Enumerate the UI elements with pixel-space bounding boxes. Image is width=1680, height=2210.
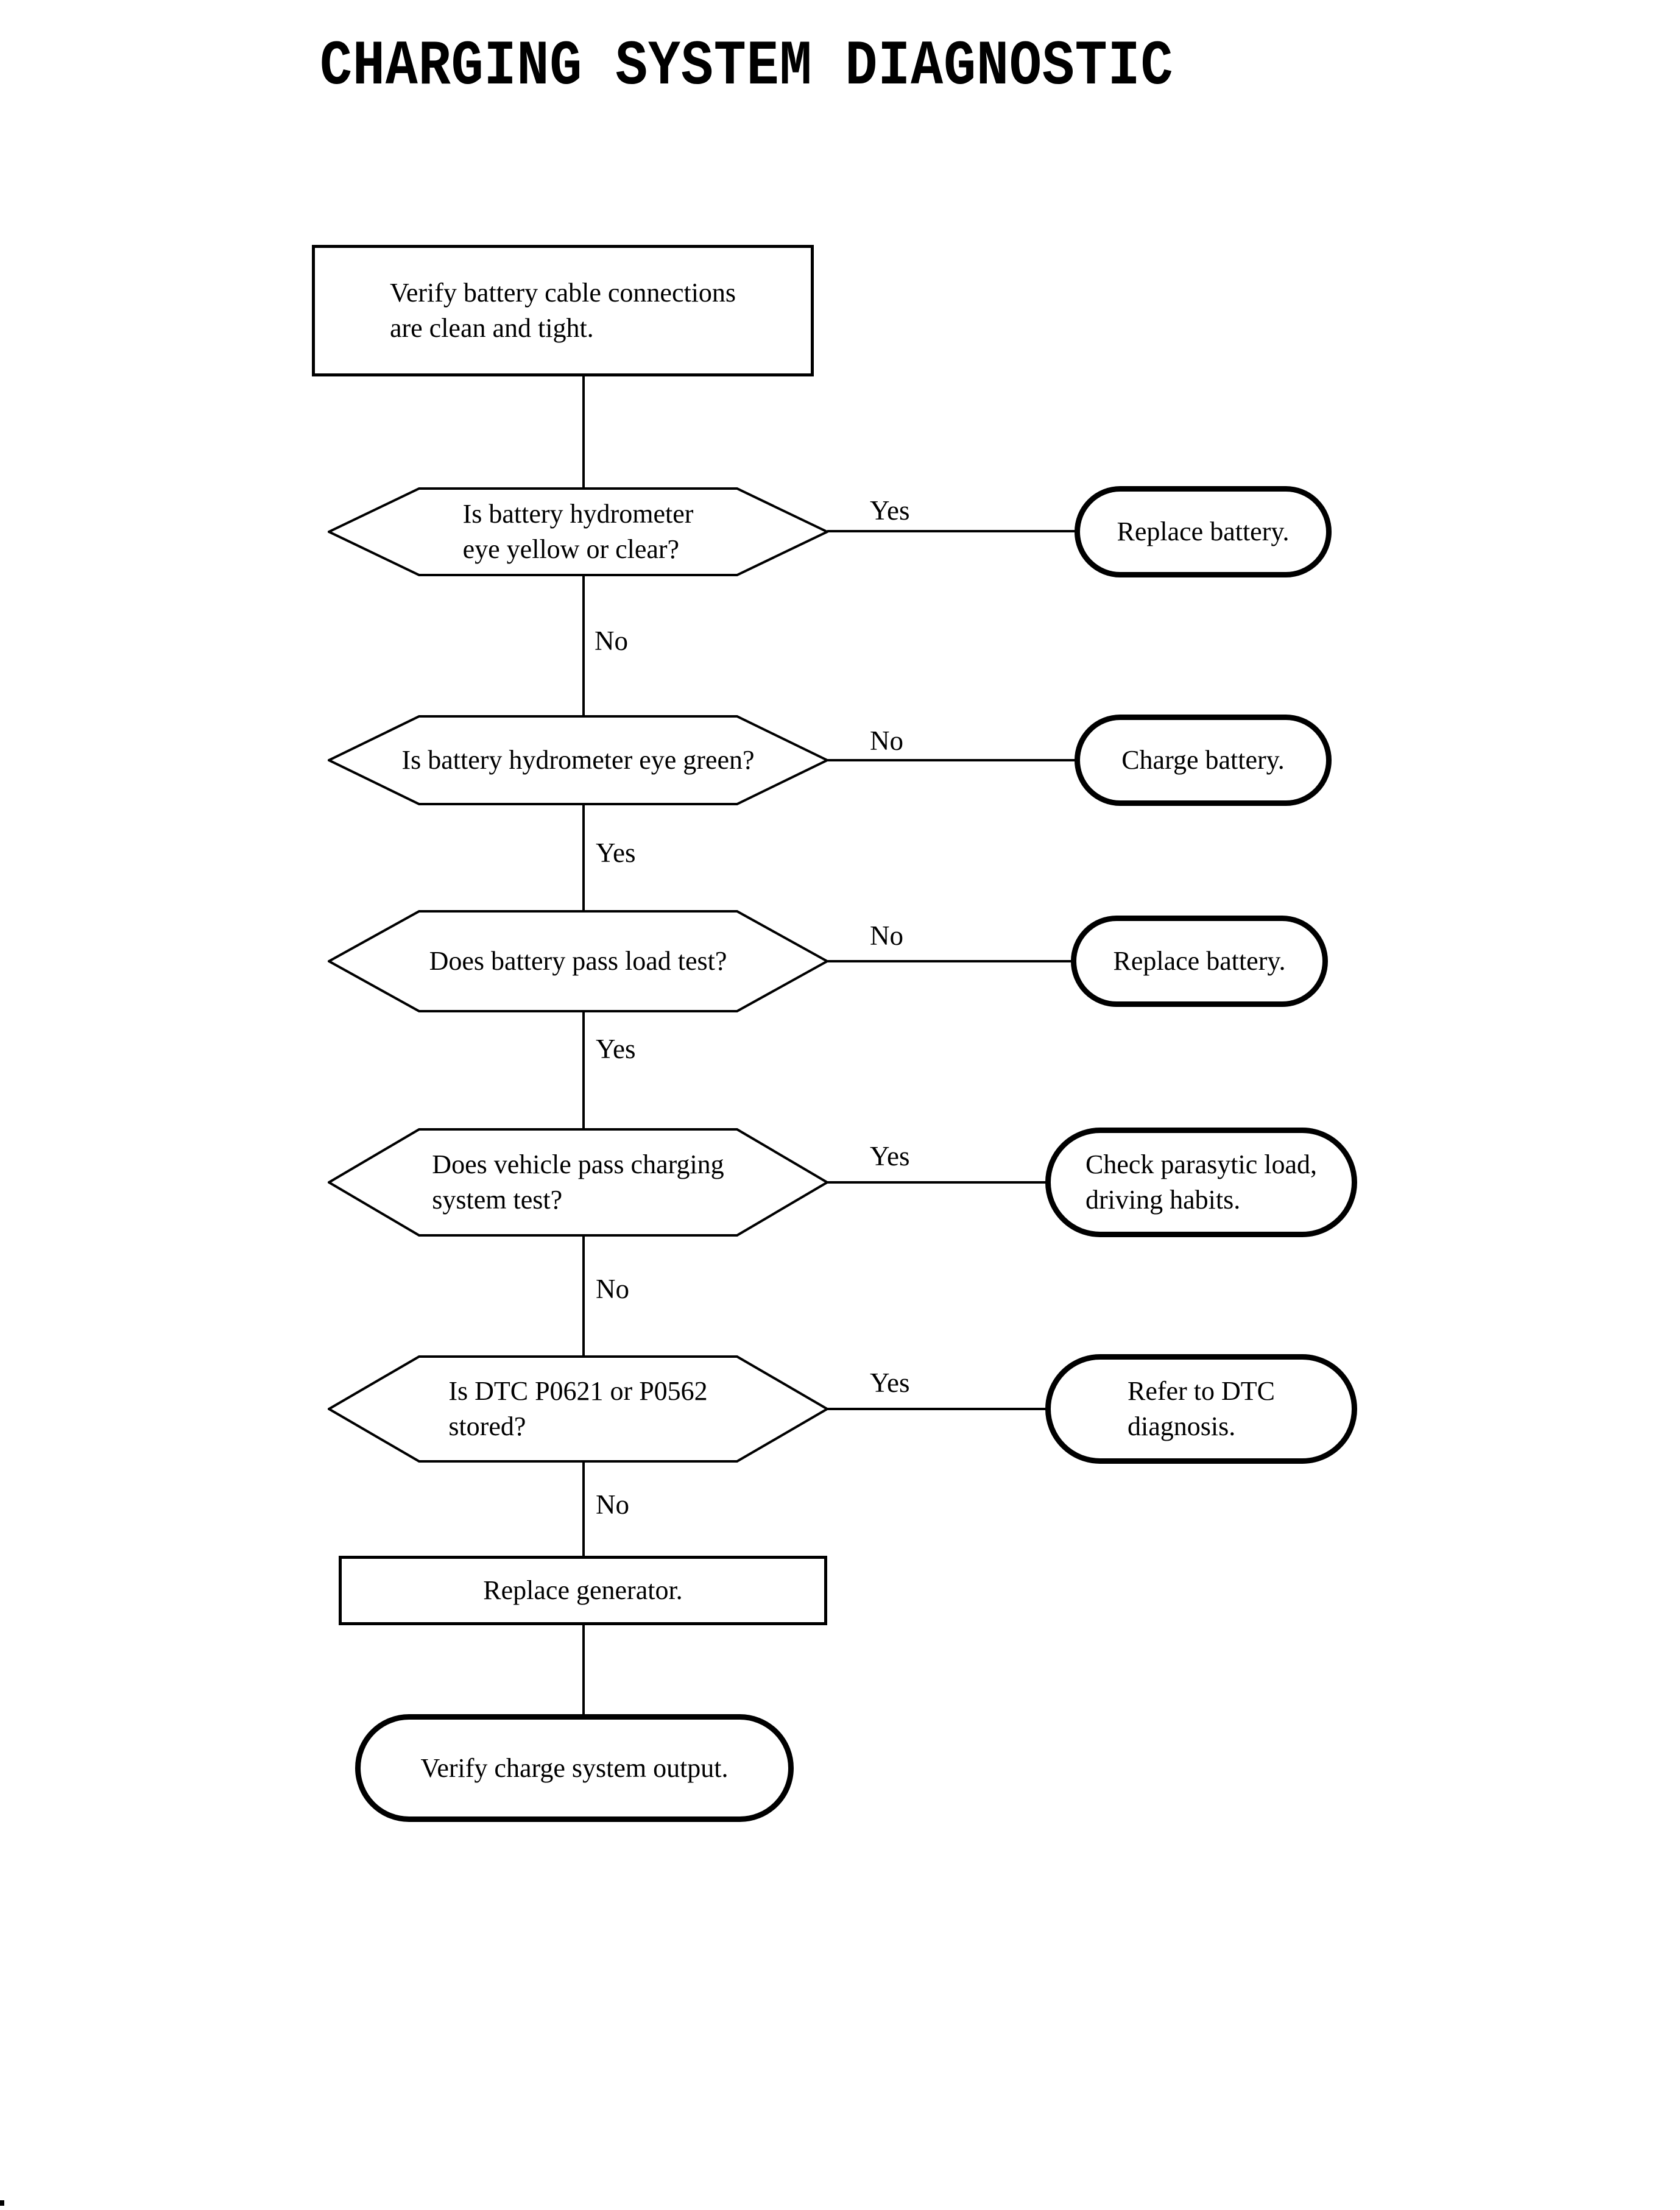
connector-verify-to-hydrometer (582, 375, 585, 489)
decision-text-line: stored? (448, 1411, 526, 1441)
connector-charging-test-yes (827, 1181, 1048, 1184)
connector-load-test-no (827, 960, 1072, 962)
connector-yellow-clear-no (582, 575, 585, 716)
edge-label-no: No (870, 725, 903, 756)
connector-green-no (827, 759, 1077, 761)
page-corner-artifact (0, 2200, 4, 2206)
connector-load-test-yes (582, 1011, 585, 1129)
edge-label-no: No (870, 920, 903, 951)
terminator-text-line: diagnosis. (1128, 1411, 1236, 1441)
decision-hexagon-shape (328, 1355, 828, 1463)
terminator-check-parasytic-load: Check parasytic load, driving habits. (1045, 1128, 1357, 1237)
decision-text-line: Is battery hydrometer (462, 499, 694, 529)
decision-battery-load-test: Does battery pass load test? (328, 910, 828, 1012)
terminator-verify-charge-output: Verify charge system output. (355, 1714, 794, 1822)
edge-label-yes: Yes (870, 1141, 910, 1171)
decision-text-line: Is battery hydrometer eye green? (401, 745, 755, 775)
decision-dtc-stored: Is DTC P0621 or P0562 stored? (328, 1355, 828, 1463)
terminator-text-line: Check parasytic load, (1085, 1149, 1317, 1179)
decision-hydrometer-yellow-clear: Is battery hydrometer eye yellow or clea… (328, 487, 828, 576)
terminator-text-line: driving habits. (1085, 1185, 1241, 1215)
terminator-replace-battery-2: Replace battery. (1071, 916, 1328, 1007)
terminator-text-line: Refer to DTC (1128, 1376, 1275, 1406)
process-text-line: Verify battery cable connections (389, 278, 736, 308)
process-verify-connections: Verify battery cable connections are cle… (312, 245, 814, 376)
terminator-text-line: Verify charge system output. (420, 1753, 729, 1783)
connector-dtc-yes (827, 1408, 1048, 1410)
decision-text-line: Is DTC P0621 or P0562 (448, 1376, 708, 1406)
terminator-text-line: Replace battery. (1113, 946, 1286, 976)
edge-label-no: No (595, 626, 628, 656)
edge-label-no: No (596, 1274, 629, 1304)
edge-label-yes: Yes (596, 838, 636, 868)
terminator-text-line: Replace battery. (1117, 517, 1290, 546)
edge-label-yes: Yes (870, 495, 910, 526)
terminator-refer-dtc-diagnosis: Refer to DTC diagnosis. (1045, 1354, 1357, 1464)
decision-charging-system-test: Does vehicle pass charging system test? (328, 1128, 828, 1237)
edge-label-yes: Yes (870, 1368, 910, 1398)
decision-text-line: eye yellow or clear? (462, 534, 680, 564)
edge-label-no: No (596, 1489, 629, 1520)
terminator-text-line: Charge battery. (1121, 745, 1285, 775)
decision-text-line: Does battery pass load test? (429, 946, 727, 976)
edge-label-yes: Yes (596, 1034, 636, 1064)
process-text-line: are clean and tight. (389, 313, 594, 343)
decision-hexagon-shape (328, 715, 828, 805)
decision-hydrometer-green: Is battery hydrometer eye green? (328, 715, 828, 805)
process-replace-generator: Replace generator. (339, 1556, 827, 1625)
process-text-line: Replace generator. (483, 1575, 683, 1605)
connector-dtc-no (582, 1461, 585, 1558)
decision-hexagon-shape (328, 1128, 828, 1237)
connector-generator-to-verify-output (582, 1624, 585, 1715)
decision-hexagon-shape (328, 910, 828, 1012)
terminator-charge-battery: Charge battery. (1075, 715, 1332, 806)
page-title: CHARGING SYSTEM DIAGNOSTIC (320, 31, 1174, 103)
connector-green-yes (582, 804, 585, 911)
connector-yellow-clear-yes (827, 530, 1077, 532)
connector-charging-test-no (582, 1235, 585, 1357)
decision-text-line: system test? (432, 1185, 563, 1215)
decision-hexagon-shape (328, 487, 828, 576)
terminator-replace-battery-1: Replace battery. (1075, 486, 1332, 577)
decision-text-line: Does vehicle pass charging (432, 1149, 724, 1179)
